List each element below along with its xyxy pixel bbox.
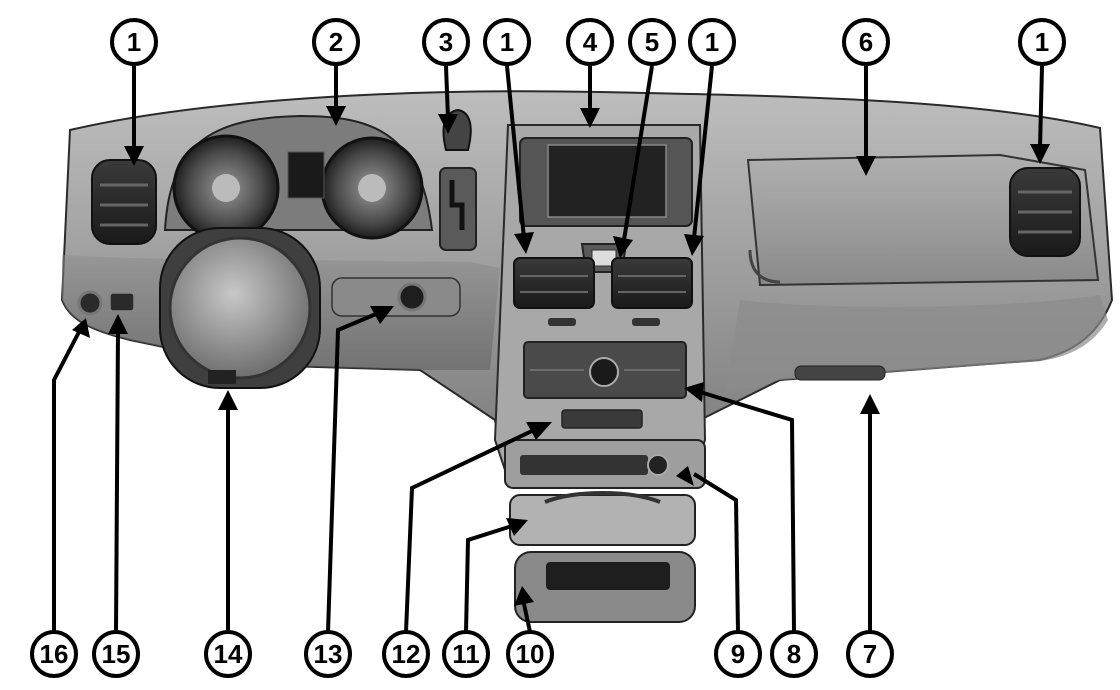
- callout-9: 9: [714, 630, 762, 678]
- callout-10: 10: [506, 630, 554, 678]
- callout-1d: 1: [1018, 18, 1066, 66]
- arrowhead-15: [108, 314, 128, 334]
- arrowhead-14: [218, 390, 238, 410]
- svg-text:13: 13: [314, 639, 343, 669]
- ignition-switch: [331, 277, 461, 317]
- arrowhead-10: [514, 586, 534, 606]
- arrowhead-13: [370, 306, 394, 324]
- svg-text:11: 11: [452, 639, 480, 669]
- callout-3: 3: [422, 18, 470, 66]
- gear-shifter: [439, 108, 477, 251]
- left-switch-panel: [77, 290, 135, 316]
- leader-13: [326, 312, 377, 633]
- svg-text:15: 15: [102, 639, 131, 669]
- callout-2: 2: [312, 18, 360, 66]
- arrowhead-6: [856, 156, 876, 176]
- arrowhead-3: [438, 114, 458, 134]
- steering-wheel: [159, 227, 321, 389]
- svg-text:1: 1: [1035, 27, 1049, 57]
- leader-1b: [505, 65, 526, 239]
- callout-11: 11: [442, 630, 490, 678]
- arrowhead-11: [506, 518, 528, 536]
- svg-text:4: 4: [583, 27, 598, 57]
- center-stack: [493, 124, 707, 471]
- svg-text:16: 16: [40, 639, 69, 669]
- callout-6: 6: [842, 18, 890, 66]
- arrowhead-1d: [1030, 144, 1050, 164]
- svg-text:1: 1: [705, 27, 719, 57]
- center-console: [504, 439, 706, 623]
- svg-text:14: 14: [214, 639, 243, 669]
- callout-12: 12: [382, 630, 430, 678]
- svg-text:9: 9: [731, 639, 745, 669]
- arrowhead-16: [72, 318, 90, 338]
- leader-16: [52, 329, 82, 632]
- svg-text:10: 10: [516, 639, 545, 669]
- callout-1a: 1: [110, 18, 158, 66]
- svg-text:8: 8: [787, 639, 801, 669]
- right-air-vent: [1009, 167, 1081, 257]
- callout-14: 14: [204, 630, 252, 678]
- arrowhead-7: [860, 394, 880, 414]
- leader-12: [404, 428, 535, 633]
- instrument-cluster: [163, 114, 434, 242]
- arrowhead-4: [580, 108, 600, 128]
- arrowhead-1b: [514, 232, 534, 254]
- leader-11: [464, 524, 513, 633]
- leader-15: [114, 329, 120, 633]
- callout-7: 7: [846, 630, 894, 678]
- callout-1b: 1: [483, 18, 531, 66]
- leader-3: [444, 65, 450, 119]
- arrowhead-2: [326, 106, 346, 126]
- arrowhead-8: [684, 382, 704, 402]
- leader-10: [522, 603, 532, 633]
- arrowhead-5: [613, 236, 633, 258]
- svg-text:3: 3: [439, 27, 453, 57]
- leader-8: [699, 390, 796, 633]
- leader-9: [692, 472, 740, 633]
- arrowhead-12: [526, 422, 552, 440]
- callout-8: 8: [770, 630, 818, 678]
- callout-4: 4: [566, 18, 614, 66]
- svg-text:7: 7: [863, 639, 877, 669]
- callout-15: 15: [92, 630, 140, 678]
- svg-text:1: 1: [500, 27, 514, 57]
- leader-5: [622, 65, 654, 241]
- leader-lines: [52, 65, 1050, 633]
- leader-1c: [692, 65, 714, 239]
- svg-text:2: 2: [329, 27, 343, 57]
- left-air-vent: [91, 159, 157, 245]
- callout-16: 16: [30, 630, 78, 678]
- leader-1d: [1038, 65, 1044, 149]
- callout-13: 13: [304, 630, 352, 678]
- arrowhead-1c: [684, 234, 704, 256]
- svg-text:5: 5: [645, 27, 659, 57]
- callout-5: 5: [628, 18, 676, 66]
- arrowhead-9: [676, 466, 694, 486]
- callout-1c: 1: [688, 18, 736, 66]
- svg-text:6: 6: [859, 27, 873, 57]
- svg-text:12: 12: [392, 639, 421, 669]
- arrowhead-1a: [124, 146, 144, 166]
- svg-text:1: 1: [127, 27, 141, 57]
